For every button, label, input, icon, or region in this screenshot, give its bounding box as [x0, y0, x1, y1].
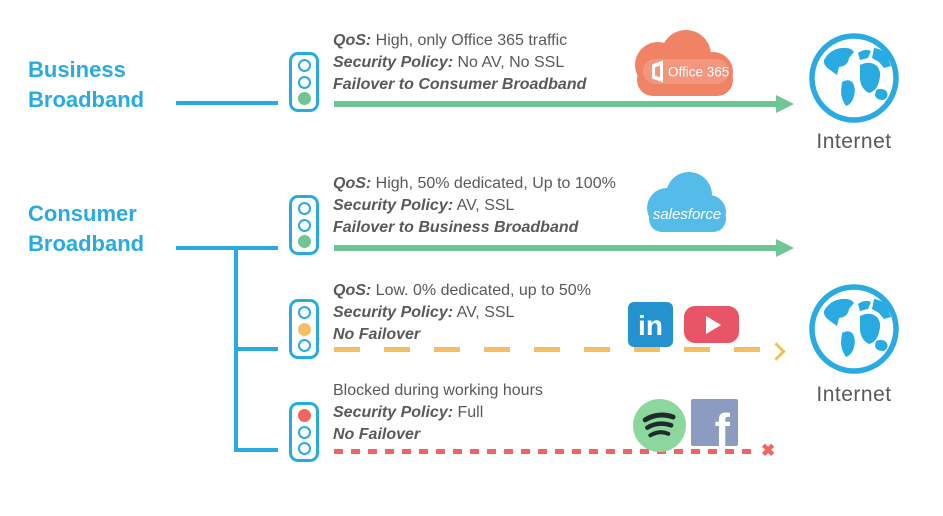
- failover-line: Failover to Business Broadband: [333, 217, 616, 239]
- light-bottom-icon: [297, 442, 311, 456]
- light-middle-icon: [297, 322, 311, 336]
- security-line: Security Policy: AV, SSL: [333, 302, 591, 324]
- arrowhead-icon: [776, 239, 794, 257]
- qos-label: QoS:: [333, 282, 372, 299]
- consumer-connector-line: [176, 246, 278, 250]
- security-policy-value: AV, SSL: [453, 304, 515, 321]
- green-solid-arrow-business: [334, 101, 778, 107]
- security-line: Security Policy: Full: [333, 402, 543, 424]
- flow-text-consumer-besteffort: QoS: Low. 0% dedicated, up to 50% Securi…: [333, 280, 591, 346]
- consumer-branch-line-bottom: [234, 448, 278, 452]
- red-dotted-line-blocked: [334, 449, 756, 454]
- blocked-x-icon: ✖: [761, 441, 776, 460]
- business-broadband-label: Business Broadband: [28, 57, 145, 112]
- traffic-light-consumer-blocked: [289, 402, 319, 462]
- play-icon: [706, 315, 721, 334]
- facebook-glyph: f: [714, 404, 730, 446]
- failover-line: No Failover: [333, 324, 591, 346]
- security-policy-label: Security Policy:: [333, 304, 454, 321]
- light-middle-icon: [297, 218, 311, 232]
- consumer-branch-line-mid: [234, 347, 278, 351]
- internet-globe-icon: [808, 32, 900, 124]
- office365-wordmark: Office 365: [668, 65, 729, 80]
- security-policy-label: Security Policy:: [333, 54, 454, 71]
- qos-label: QoS:: [333, 175, 372, 192]
- failover-line: Failover to Consumer Broadband: [333, 74, 586, 96]
- arrowhead-icon: [776, 95, 794, 113]
- failover-text: Failover to Consumer Broadband: [333, 76, 587, 93]
- arrowhead-icon: [767, 342, 786, 361]
- security-line: Security Policy: AV, SSL: [333, 195, 616, 217]
- light-top-icon: [297, 58, 311, 72]
- qos-line: QoS: High, only Office 365 traffic: [333, 30, 586, 52]
- internet-label: Internet: [816, 383, 892, 406]
- blocked-line: Blocked during working hours: [333, 380, 543, 402]
- youtube-icon: [684, 306, 739, 343]
- traffic-light-consumer-priority: [289, 195, 319, 255]
- security-line: Security Policy: No AV, No SSL: [333, 52, 586, 74]
- qos-value: Low. 0% dedicated, up to 50%: [371, 282, 591, 299]
- facebook-icon: f: [691, 399, 738, 446]
- traffic-light-consumer-besteffort: [289, 299, 319, 359]
- qos-value: High, only Office 365 traffic: [371, 32, 568, 49]
- light-middle-icon: [297, 75, 311, 89]
- qos-line: QoS: Low. 0% dedicated, up to 50%: [333, 280, 591, 302]
- traffic-light-business: [289, 52, 319, 112]
- internet-label: Internet: [816, 130, 892, 153]
- security-policy-label: Security Policy:: [333, 404, 454, 421]
- no-failover-text: No Failover: [333, 426, 421, 443]
- linkedin-glyph: in: [638, 310, 663, 341]
- light-top-icon: [297, 408, 311, 422]
- light-middle-icon: [297, 425, 311, 439]
- linkedin-icon: in: [628, 302, 673, 347]
- security-policy-value: No AV, No SSL: [453, 54, 565, 71]
- security-policy-value: AV, SSL: [453, 197, 515, 214]
- green-solid-arrow-consumer: [334, 245, 778, 251]
- spotify-icon: [633, 399, 686, 452]
- light-bottom-icon: [297, 339, 311, 353]
- no-failover-text: No Failover: [333, 326, 421, 343]
- light-bottom-icon: [297, 235, 311, 249]
- consumer-broadband-label: Consumer Broadband: [28, 201, 145, 256]
- blocked-hours-text: Blocked during working hours: [333, 382, 543, 399]
- light-bottom-icon: [297, 92, 311, 106]
- failover-line: No Failover: [333, 424, 543, 446]
- internet-globe-icon: [808, 283, 900, 375]
- security-policy-label: Security Policy:: [333, 197, 454, 214]
- yellow-dashed-arrow: [334, 347, 764, 352]
- flow-text-consumer-priority: QoS: High, 50% dedicated, Up to 100% Sec…: [333, 173, 616, 239]
- flow-text-business: QoS: High, only Office 365 traffic Secur…: [333, 30, 586, 96]
- failover-text: Failover to Business Broadband: [333, 219, 579, 236]
- security-policy-value: Full: [453, 404, 484, 421]
- office365-icon: Office 365: [618, 28, 738, 98]
- salesforce-wordmark: salesforce: [653, 206, 721, 223]
- qos-value: High, 50% dedicated, Up to 100%: [371, 175, 616, 192]
- qos-line: QoS: High, 50% dedicated, Up to 100%: [333, 173, 616, 195]
- qos-label: QoS:: [333, 32, 372, 49]
- salesforce-icon: salesforce: [641, 168, 733, 240]
- light-top-icon: [297, 305, 311, 319]
- flow-text-consumer-blocked: Blocked during working hours Security Po…: [333, 380, 543, 446]
- business-connector-line: [176, 101, 278, 105]
- light-top-icon: [297, 201, 311, 215]
